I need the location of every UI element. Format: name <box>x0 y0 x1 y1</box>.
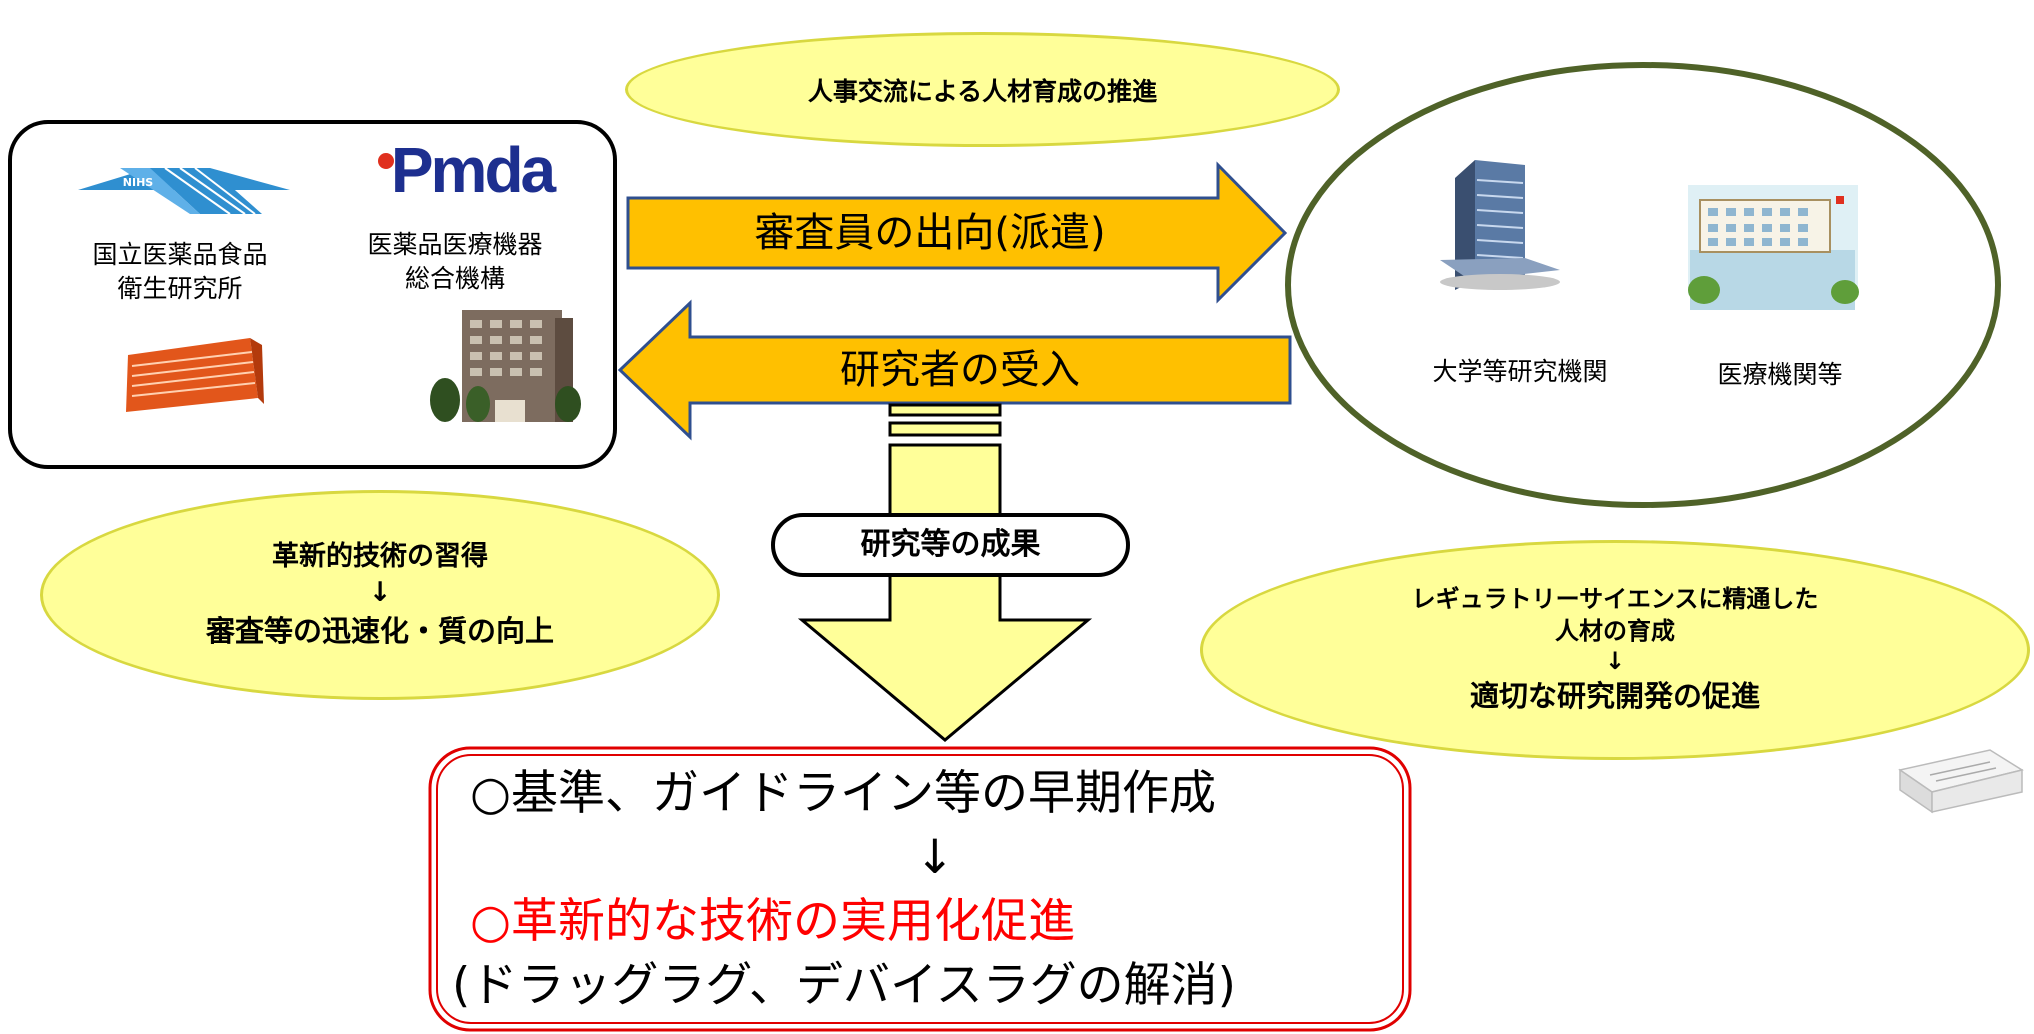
left-ellipse-arrow: ↓ <box>368 577 392 608</box>
medical-label: 医療機関等 <box>1717 360 1843 389</box>
outcome-box-outer <box>428 746 1412 1032</box>
right-org-circle <box>1285 62 2001 508</box>
right-ellipse: レギュラトリーサイエンスに精通した 人材の育成 ↓ 適切な研究開発の促進 <box>1200 540 2030 760</box>
pmda-name-line2: 総合機構 <box>404 264 505 293</box>
nihs-name: 国立医薬品食品 衛生研究所 <box>60 238 300 306</box>
top-ellipse-text: 人事交流による人材育成の推進 <box>807 76 1158 106</box>
arrow-dispatch <box>626 161 1288 304</box>
nihs-name-line1: 国立医薬品食品 <box>92 240 268 269</box>
university-label: 大学等研究機関 <box>1432 357 1608 386</box>
nihs-name-line2: 衛生研究所 <box>117 274 243 303</box>
nihs-logo-icon <box>78 167 290 215</box>
right-ellipse-line1: レギュラトリーサイエンスに精通した <box>1411 585 1819 613</box>
top-ellipse: 人事交流による人材育成の推進 <box>625 32 1340 147</box>
right-ellipse-line2: 人材の育成 <box>1555 617 1675 645</box>
arrow-accept <box>617 299 1292 441</box>
left-ellipse-line1: 革新的技術の習得 <box>272 541 488 572</box>
results-label: 研究等の成果 <box>860 527 1041 562</box>
outcome-line2: ○革新的な技術の実用化促進 <box>470 894 1076 949</box>
arrow-dispatch-label: 審査員の出向(派遣) <box>754 210 1106 256</box>
university-building-icon <box>1440 160 1560 290</box>
outcome-line1: ○基準、ガイドライン等の早期作成 <box>470 766 1217 821</box>
arrow-accept-label: 研究者の受入 <box>840 347 1080 393</box>
pmda-logo-icon: Pmda <box>372 138 572 202</box>
pmda-name: 医薬品医療機器 総合機構 <box>330 228 580 296</box>
left-ellipse: 革新的技術の習得 ↓ 審査等の迅速化・質の向上 <box>40 490 720 700</box>
pmda-name-line1: 医薬品医療機器 <box>367 230 543 259</box>
nihs-building-icon <box>126 338 264 412</box>
pmda-logo-dot <box>378 153 394 169</box>
outcome-box-inner <box>436 754 1404 1024</box>
hospital-building-icon <box>1688 185 1859 310</box>
outcome-text: ○基準、ガイドライン等の早期作成 ↓ ○革新的な技術の実用化促進 (ドラッグラグ… <box>452 762 1390 1018</box>
outcome-arrow: ↓ <box>915 830 955 885</box>
down-arrow <box>797 443 1093 742</box>
document-stack-icon <box>1898 749 2024 814</box>
pmda-building-icon <box>430 310 581 422</box>
down-arrow-bar-1 <box>888 403 1002 417</box>
down-arrow-bar-2 <box>888 421 1002 437</box>
right-ellipse-arrow: ↓ <box>1604 647 1626 675</box>
nihs-logo-text: NIHS <box>122 176 154 189</box>
pmda-logo-text: Pmda <box>390 134 556 206</box>
outcome-line3: (ドラッグラグ、デバイスラグの解消) <box>452 958 1236 1013</box>
results-pill <box>771 513 1130 577</box>
left-ellipse-line2: 審査等の迅速化・質の向上 <box>205 614 554 648</box>
right-ellipse-line3: 適切な研究開発の促進 <box>1469 679 1760 713</box>
